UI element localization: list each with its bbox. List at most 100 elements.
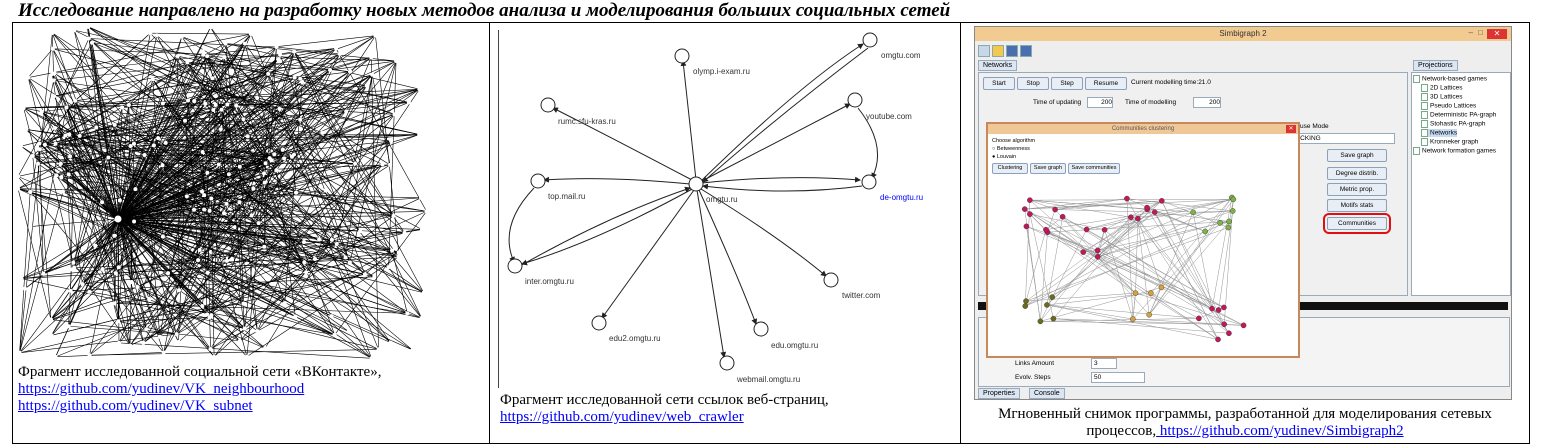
vk-node xyxy=(410,347,415,352)
radio-louvain[interactable]: ● Louvain xyxy=(992,154,1017,160)
node-de-omgtu xyxy=(861,174,877,190)
vk-node xyxy=(37,141,42,146)
vk-node xyxy=(251,186,256,191)
vk-node xyxy=(50,31,55,36)
dialog-close-icon[interactable]: ✕ xyxy=(1286,125,1296,133)
vk-node xyxy=(242,41,247,46)
tab-projections[interactable]: Projections xyxy=(1413,60,1458,71)
vk-node xyxy=(166,271,171,276)
vk-node xyxy=(263,346,268,351)
node-rumc xyxy=(540,97,556,113)
save-communities-button[interactable]: Save communities xyxy=(1068,163,1120,174)
vk-node xyxy=(90,40,95,45)
community-node xyxy=(1080,249,1087,255)
community-node xyxy=(1158,284,1165,291)
vk-node xyxy=(53,141,58,146)
window-titlebar: Simbigraph 2 xyxy=(975,27,1511,41)
vk-node xyxy=(209,196,214,201)
tab-properties[interactable]: Properties xyxy=(978,388,1020,399)
vk-node xyxy=(192,99,197,104)
metric-prop-button[interactable]: Metric prop. xyxy=(1327,183,1387,196)
label-de-omgtu: de-omgtu.ru xyxy=(880,193,923,202)
communities-button[interactable]: Communities xyxy=(1323,213,1391,234)
vk-node xyxy=(120,105,125,110)
vk-node xyxy=(148,31,153,36)
vk-node xyxy=(304,270,309,275)
vk-node xyxy=(294,190,299,195)
vk-node xyxy=(417,87,422,92)
vk-node xyxy=(60,189,65,194)
vk-node xyxy=(72,28,77,33)
vk-node xyxy=(402,230,407,235)
tree-item[interactable]: Kronneker graph xyxy=(1421,138,1478,146)
community-node xyxy=(1027,211,1033,217)
vk-node xyxy=(51,78,56,83)
tab-console[interactable]: Console xyxy=(1029,388,1065,399)
vk-node xyxy=(185,60,190,65)
time-modelling-field[interactable]: 200 xyxy=(1193,97,1221,108)
vk-node xyxy=(300,80,305,85)
vk-node xyxy=(205,54,210,59)
tree-item[interactable]: Stohastic PA-graph xyxy=(1421,120,1486,128)
vk-node xyxy=(234,103,239,108)
tab-networks[interactable]: Networks xyxy=(978,60,1018,71)
label-omgtu-com: omgtu.com xyxy=(881,51,921,60)
radio-betweenness[interactable]: ○ Betweenness xyxy=(992,146,1030,152)
vk-node xyxy=(129,280,134,285)
node-omgtu-ru xyxy=(688,176,704,192)
new-icon[interactable] xyxy=(978,45,990,57)
vk-node xyxy=(280,147,285,152)
vk-node xyxy=(58,161,63,166)
community-node xyxy=(1043,226,1049,233)
web-caption: Фрагмент исследованной сети ссылок веб-с… xyxy=(500,392,950,426)
dialog-save-graph-button[interactable]: Save graph xyxy=(1030,163,1066,174)
tree-root-network-games[interactable]: Network-based games xyxy=(1413,75,1487,83)
links-amount-field[interactable]: 3 xyxy=(1091,358,1117,369)
web-nodes xyxy=(507,32,878,371)
step-button[interactable]: Step xyxy=(1051,77,1083,90)
start-button[interactable]: Start xyxy=(983,77,1015,90)
degree-distrib-button[interactable]: Degree distrib. xyxy=(1327,167,1387,180)
window-title: Simbigraph 2 xyxy=(1219,29,1267,38)
tree-root-formation-games[interactable]: Network formation games xyxy=(1413,147,1496,155)
vk-neighbourhood-link[interactable]: https://github.com/yudinev/VK_neighbourh… xyxy=(18,381,305,397)
vk-node xyxy=(203,101,208,106)
community-node xyxy=(1101,227,1108,233)
vk-node xyxy=(197,247,202,252)
vk-node xyxy=(160,234,165,239)
tree-item[interactable]: 3D Lattices xyxy=(1421,93,1463,101)
web-crawler-link[interactable]: https://github.com/yudinev/web_crawler xyxy=(500,409,744,425)
save-as-icon[interactable] xyxy=(1020,45,1032,57)
tree-item-selected[interactable]: Networks xyxy=(1421,129,1458,137)
maximize-icon[interactable]: □ xyxy=(1478,28,1483,37)
vk-node xyxy=(405,311,410,316)
community-node xyxy=(1132,290,1139,296)
simbigraph-link[interactable]: https://github.com/yudinev/Simbigraph2 xyxy=(1156,423,1404,439)
save-icon[interactable] xyxy=(1006,45,1018,57)
vk-node xyxy=(244,354,249,359)
tree-item[interactable]: Deterministic PA-graph xyxy=(1421,111,1496,119)
node-edu2 xyxy=(591,315,607,331)
save-graph-button[interactable]: Save graph xyxy=(1327,149,1387,162)
vk-node xyxy=(237,338,242,343)
evolv-steps-field[interactable]: 50 xyxy=(1091,372,1145,383)
tree-item[interactable]: 2D Lattices xyxy=(1421,84,1463,92)
vk-node xyxy=(73,98,78,103)
motifs-stats-button[interactable]: Motifs stats xyxy=(1327,199,1387,212)
tree-item[interactable]: Pseudo Lattices xyxy=(1421,102,1476,110)
resume-button[interactable]: Resume xyxy=(1085,77,1127,90)
stop-button[interactable]: Stop xyxy=(1017,77,1049,90)
clustering-button[interactable]: Clustering xyxy=(992,163,1028,174)
vk-node xyxy=(184,194,189,199)
dialog-titlebar: Communities clustering xyxy=(988,124,1298,134)
close-icon[interactable]: ✕ xyxy=(1487,29,1507,39)
time-updating-field[interactable]: 200 xyxy=(1087,97,1113,108)
vk-node xyxy=(18,350,22,355)
vk-node xyxy=(117,198,122,203)
minimize-icon[interactable]: – xyxy=(1468,28,1473,37)
vk-node xyxy=(262,180,267,185)
open-folder-icon[interactable] xyxy=(992,45,1004,57)
vk-subnet-link[interactable]: https://github.com/yudinev/VK_subnet xyxy=(18,398,253,414)
web-network-graph: omgtu.com olymp.i-exam.ru rumc.sfu-kras.… xyxy=(507,32,923,384)
mouse-mode-select[interactable]: PICKING xyxy=(1291,133,1395,144)
